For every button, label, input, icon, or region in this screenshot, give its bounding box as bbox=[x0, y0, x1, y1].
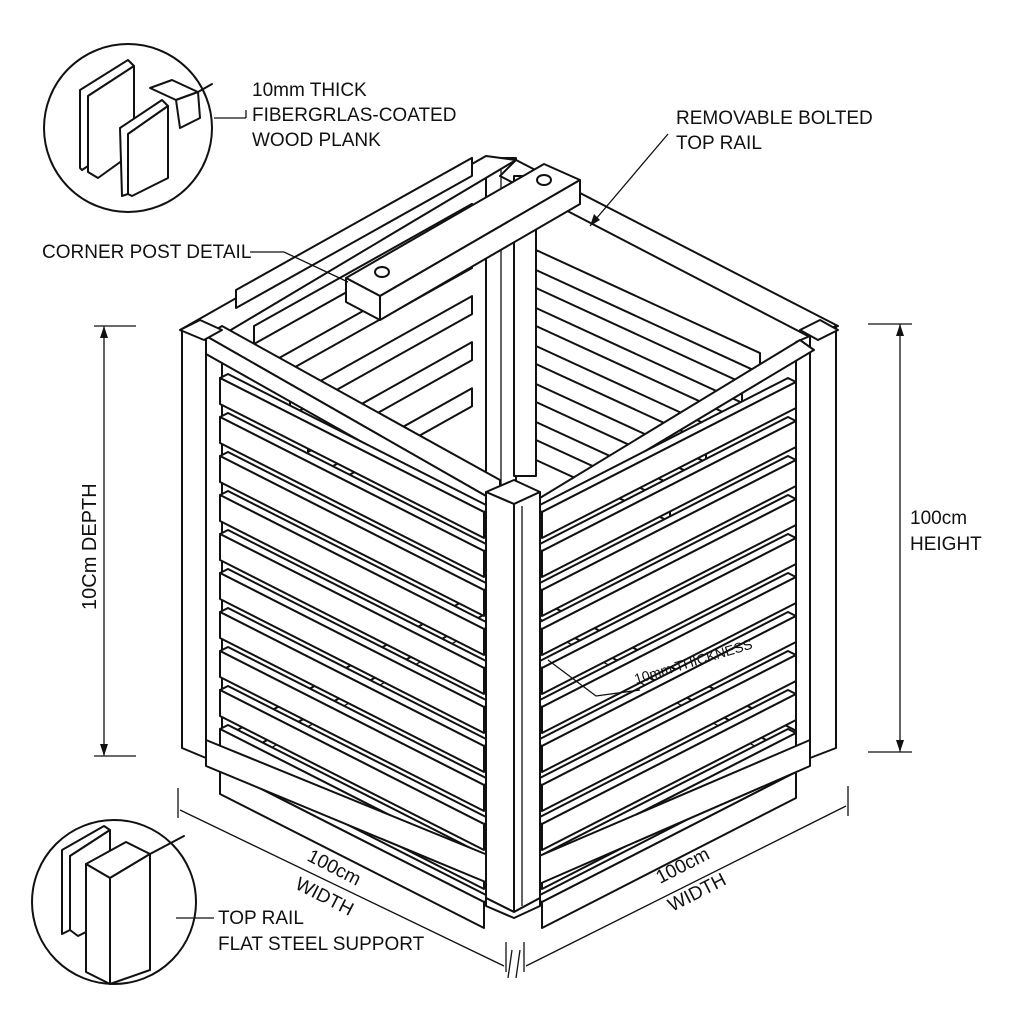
front-left-planks bbox=[219, 373, 493, 929]
inner-planks-right bbox=[535, 249, 761, 523]
front-corner-post bbox=[485, 479, 541, 919]
plank bbox=[219, 572, 485, 734]
support-detail-inset bbox=[31, 819, 197, 985]
right-post-cap bbox=[799, 319, 839, 341]
plank bbox=[541, 498, 797, 656]
plank bbox=[541, 693, 797, 851]
plank bbox=[219, 416, 485, 578]
plank bbox=[219, 533, 485, 695]
plank-label-line2: FIBERGRLAS-COATED bbox=[252, 105, 456, 126]
plank bbox=[541, 381, 797, 539]
dimension-lines bbox=[94, 323, 912, 979]
front-right-wall bbox=[529, 325, 837, 929]
corner-post-label: CORNER POST DETAIL bbox=[42, 242, 251, 263]
plank bbox=[541, 771, 797, 929]
plank bbox=[541, 654, 797, 812]
plank bbox=[541, 576, 797, 734]
right-corner-post bbox=[809, 325, 837, 759]
plank bbox=[541, 537, 797, 695]
plank bbox=[219, 494, 485, 656]
plank bbox=[219, 689, 485, 851]
top-rail-label-line2: TOP RAIL bbox=[676, 133, 762, 154]
front-left-wall bbox=[181, 325, 501, 929]
left-post-cap bbox=[179, 319, 223, 341]
support-label-line1: TOP RAIL bbox=[218, 908, 304, 929]
height-label-line2: HEIGHT bbox=[910, 534, 982, 555]
plank bbox=[219, 767, 485, 929]
plank-detail-inset bbox=[43, 43, 213, 213]
plank-label-line3: WOOD PLANK bbox=[252, 130, 381, 151]
plank-label-line1: 10mm THICK bbox=[252, 80, 367, 101]
plank bbox=[219, 611, 485, 773]
plank bbox=[219, 650, 485, 812]
plank bbox=[219, 455, 485, 617]
top-rail-label-line1: REMOVABLE BOLTED bbox=[676, 108, 873, 129]
bolt-icon bbox=[536, 174, 552, 186]
depth-label: 10Cm DEPTH bbox=[79, 483, 101, 610]
plank bbox=[541, 615, 797, 773]
height-label-line1: 100cm bbox=[910, 508, 967, 529]
left-corner-post bbox=[181, 329, 207, 759]
support-label-line2: FLAT STEEL SUPPORT bbox=[218, 934, 425, 955]
inner-plank bbox=[235, 156, 473, 309]
plank bbox=[541, 459, 797, 617]
plank bbox=[219, 377, 485, 539]
leader-lines bbox=[176, 110, 669, 919]
removable-top-rail[interactable] bbox=[345, 163, 581, 321]
bolt-icon bbox=[374, 266, 390, 278]
plank bbox=[541, 420, 797, 578]
